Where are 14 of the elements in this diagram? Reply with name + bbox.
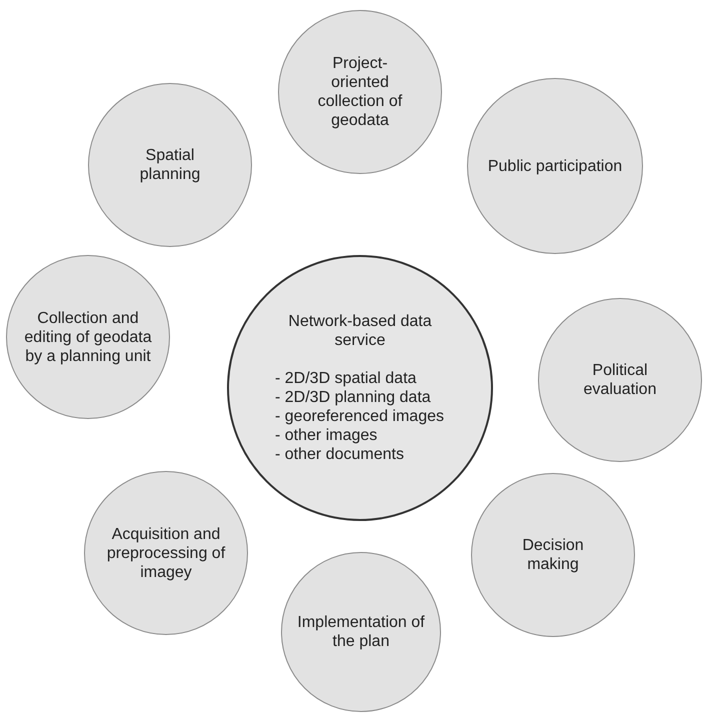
node-label: Acquisition and preprocessing of imagey: [106, 524, 226, 582]
node-label: Project-oriented collection of geodata: [316, 54, 404, 130]
node-label: Decision making: [521, 536, 585, 574]
node-label: Political evaluation: [582, 361, 658, 399]
node-label: Spatial planning: [138, 146, 202, 184]
list-item: - other images: [275, 426, 378, 445]
list-item: - 2D/3D spatial data: [275, 369, 416, 388]
node-label: Network-based data service: [287, 312, 433, 350]
list-item: - georeferenced images: [275, 407, 444, 426]
list-item: - 2D/3D planning data: [275, 388, 431, 407]
node-label: Implementation of the plan: [296, 613, 426, 651]
node-label: Collection and editing of geodata by a planning unit: [23, 308, 153, 366]
list-item: - other documents: [275, 445, 404, 464]
node-label: Public participation: [488, 156, 622, 176]
